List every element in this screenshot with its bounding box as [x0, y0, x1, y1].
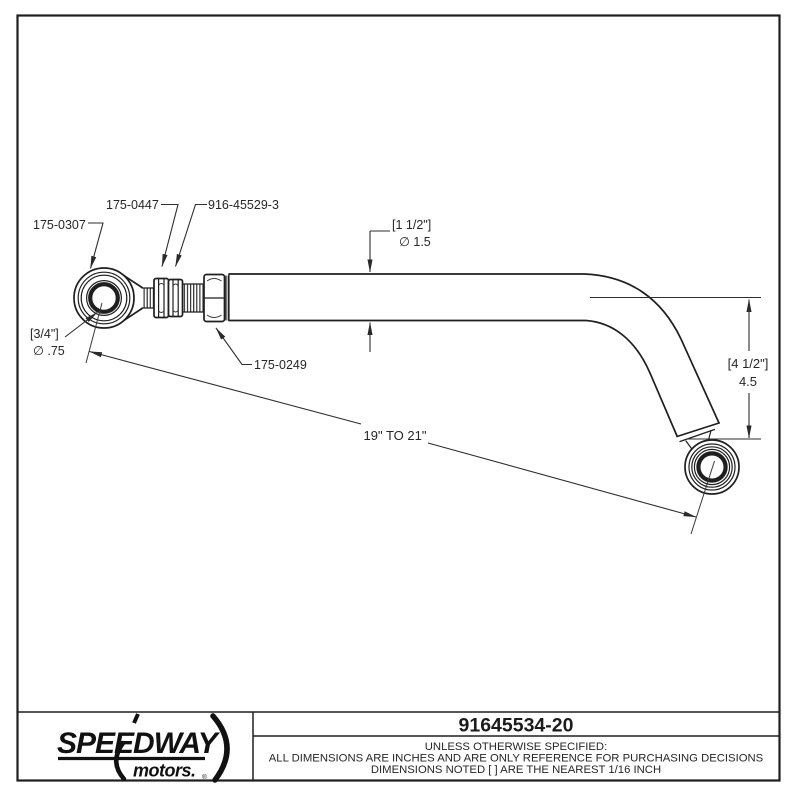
dim-tube-diameter: [1 1/2"] ∅ 1.5 — [367, 218, 431, 352]
title-block: 91645534-20 UNLESS OTHERWISE SPECIFIED: … — [17, 711, 780, 783]
jam-nut-callout: 175-0447 — [106, 198, 159, 212]
right-centerline — [690, 460, 715, 535]
drop-fraction-label: [4 1/2"] — [728, 356, 769, 371]
bore-decimal-label: ∅ .75 — [33, 344, 65, 358]
adapter-callout: 175-0249 — [254, 358, 307, 372]
dim-drop: [4 1/2"] 4.5 — [590, 296, 769, 440]
jam-nut-2 — [167, 278, 184, 318]
callouts: 175-0307 175-0447 916-45529-3 175-0249 — [33, 198, 307, 372]
logo-registered-mark: ® — [202, 773, 207, 781]
length-range-label: 19" TO 21" — [364, 428, 427, 443]
tube-end-rings — [225, 275, 229, 321]
dim-length: 19" TO 21" — [85, 302, 697, 518]
speedway-motors-logo: SPEEDWAY motors. ® — [57, 713, 230, 783]
rod-end-left — [73, 267, 135, 329]
note-line-2: ALL DIMENSIONS ARE INCHES AND ARE ONLY R… — [269, 753, 764, 765]
assembly-callout: 916-45529-3 — [208, 198, 279, 212]
part-drawing — [73, 267, 740, 535]
logo-right-swoosh — [210, 713, 230, 783]
adjuster-threads — [181, 283, 205, 313]
logo-primary-text: SPEEDWAY — [57, 727, 221, 760]
drop-decimal-label: 4.5 — [739, 374, 757, 389]
jam-nut-1 — [153, 277, 170, 319]
sheet-border — [16, 14, 781, 782]
rod-end-callout: 175-0307 — [33, 218, 86, 232]
tube-dia-fraction-label: [1 1/2"] — [392, 218, 431, 232]
logo-secondary-text: motors. — [133, 761, 196, 781]
logo-left-swoosh — [114, 740, 127, 782]
tube-dia-decimal-label: ∅ 1.5 — [399, 235, 431, 249]
dim-bore: [3/4"] ∅ .75 — [30, 312, 98, 358]
note-line-1: UNLESS OTHERWISE SPECIFIED: — [425, 741, 607, 753]
logo-accent — [132, 713, 140, 724]
bore-fraction-label: [3/4"] — [30, 327, 59, 341]
rod-end-right — [684, 439, 740, 535]
note-line-3: DIMENSIONS NOTED [ ] ARE THE NEAREST 1/1… — [371, 764, 661, 776]
tube-adapter-nut — [203, 273, 226, 323]
part-number: 91645534-20 — [459, 715, 574, 737]
